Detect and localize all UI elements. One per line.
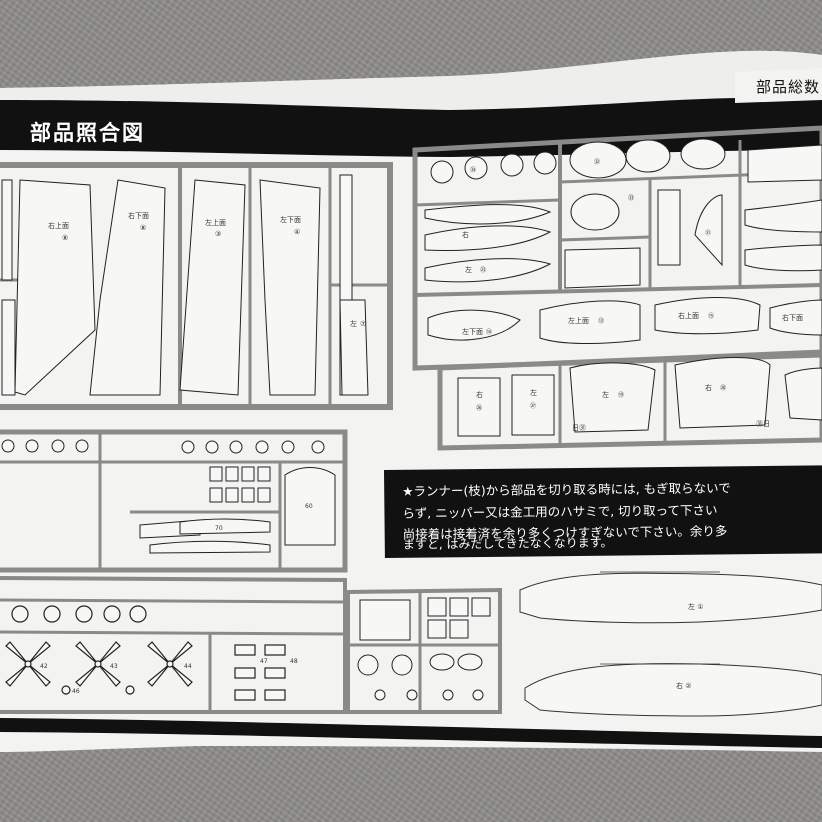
label-p27: 左 [530,388,537,397]
label-p13: 左上面 [568,316,589,325]
label-fuselage-left: 左 ① [688,602,704,611]
num-p34: ㉞ [470,166,476,174]
label-num-8b: ⑧ [140,224,146,232]
wing-parts [1,174,369,396]
num-p42: 42 [40,663,48,670]
parts-total-heading: 部品総数 [756,78,821,96]
footer-band [0,718,822,748]
num-p23: ㉓ [480,266,486,274]
left-middle-parts [1,439,336,554]
cockpit-parts [357,597,491,701]
num-p19: ⑲ [618,391,624,399]
num-p33: ㉝ [628,194,634,202]
num-p46: 46 [72,688,80,695]
label-num-8a: ⑧ [62,234,68,242]
label-p22: 右 [462,230,469,239]
num-p47: 47 [260,658,268,665]
label-num-7: ⑦ [360,320,366,328]
num-p21: ㉑ [705,229,711,237]
right-middle-parts [457,357,822,437]
num-p20: ⑳ [720,384,726,392]
header-band [0,97,822,157]
num-p70: 70 [215,525,223,532]
label-p23: 左 [465,265,472,274]
runner-right-middle [437,349,822,451]
fuselage-parts [519,571,822,717]
notice-line-1: ★ランナー(枝)から部品を切り取る時には, もぎ取らないで [402,480,731,499]
right-upper-labels: 右 左 ㉓ 左下面 ⑭ 左上面 ⑬ 右上面 ⑮ 右下面 ㉑ ㉜ ㉝ ㉞ [462,158,803,336]
left-middle-labels: 60 70 [215,503,313,532]
label-num-4: ④ [294,228,300,236]
label-left-small: 左 [350,319,357,328]
notice-line-4: ますと, はみだしてきたなくなります。 [402,535,613,552]
label-fuselage-right: 右 ② [676,681,692,690]
label-wing-left-lower: 右下面 [128,211,149,220]
label-p15: 右上面 [678,311,699,320]
label-p20: 右 [705,383,712,392]
label-p-right-lower: 右下面 [782,313,803,322]
runner-props [0,576,347,714]
num-p43: 43 [110,663,118,670]
label-p14: 左下面 [462,327,483,336]
num-p14: ⑭ [486,328,492,336]
label-p31b: ㉛日 [756,420,770,428]
runner-cockpit [346,587,502,714]
prop-labels: 42 43 44 47 48 46 [40,658,298,695]
label-p31a: 日㉛ [572,424,586,432]
runner-right-upper [412,125,822,371]
page-title: 部品照合図 [30,121,145,145]
label-wing-right-upper: 左上面 [205,218,226,227]
notice-box: ★ランナー(枝)から部品を切り取る時には, もぎ取らないで らず, ニッパー又は… [384,465,822,558]
fuselage-labels: 左 ① 右 ② [676,602,704,690]
propellers [5,605,286,701]
right-upper-parts [424,138,822,345]
num-p15: ⑮ [708,312,714,320]
num-p27: ㉗ [530,402,536,410]
label-p24: 右 [476,390,483,399]
num-p13: ⑬ [598,317,604,325]
num-p26: ㉖ [476,404,482,412]
wing-labels: 右上面 右下面 左上面 左下面 ⑧ ⑧ ③ ④ 左 ⑦ [48,211,366,328]
label-wing-left-upper: 右上面 [48,221,69,230]
label-num-3: ③ [215,230,221,238]
num-p48: 48 [290,658,298,665]
runner-left-middle [0,429,348,573]
notice-line-2: らず, ニッパー又は金工用のハサミで, 切り取って下さい [402,502,718,521]
num-p32: ㉜ [594,158,600,166]
num-p60: 60 [305,503,313,510]
label-wing-right-lower: 左下面 [280,215,301,224]
right-middle-labels: 右 ㉖ 左 ㉗ 左 ⑲ 右 ⑳ 日㉛ ㉛日 [476,383,770,432]
label-p19: 左 [602,390,609,399]
num-p44: 44 [184,663,192,670]
